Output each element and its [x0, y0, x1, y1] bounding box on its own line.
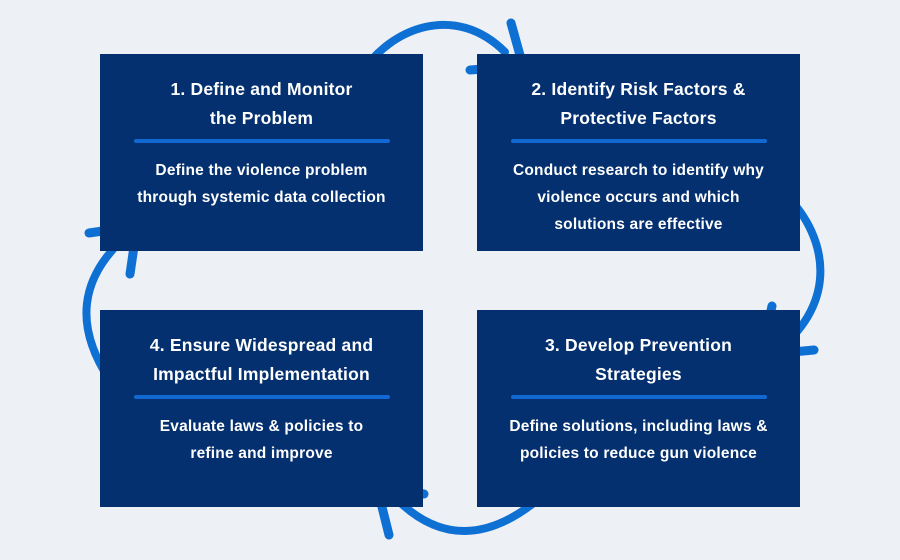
- step-2-description: Conduct research to identify why violenc…: [513, 162, 764, 233]
- step-3-title-underline: [510, 395, 767, 399]
- step-box-2: 2. Identify Risk Factors & Protective Fa…: [477, 54, 800, 251]
- step-4-description: Evaluate laws & policies to refine and i…: [159, 418, 364, 462]
- step-3-description: Define solutions, including laws & polic…: [509, 418, 768, 462]
- step-box-1: 1. Define and Monitor the Problem Define…: [100, 54, 423, 251]
- step-1-description: Define the violence problem through syst…: [137, 162, 386, 206]
- step-4-title-underline: [133, 395, 390, 399]
- step-1-title-underline: [133, 139, 390, 143]
- step-2-title: 2. Identify Risk Factors & Protective Fa…: [531, 79, 746, 128]
- step-box-3: 3. Develop Prevention Strategies Define …: [477, 310, 800, 507]
- step-4-title: 4. Ensure Widespread and Impactful Imple…: [149, 335, 374, 384]
- step-3-title: 3. Develop Prevention Strategies: [544, 335, 733, 384]
- step-2-title-underline: [510, 139, 767, 143]
- step-1-title: 1. Define and Monitor the Problem: [170, 79, 353, 128]
- step-box-4: 4. Ensure Widespread and Impactful Imple…: [100, 310, 423, 507]
